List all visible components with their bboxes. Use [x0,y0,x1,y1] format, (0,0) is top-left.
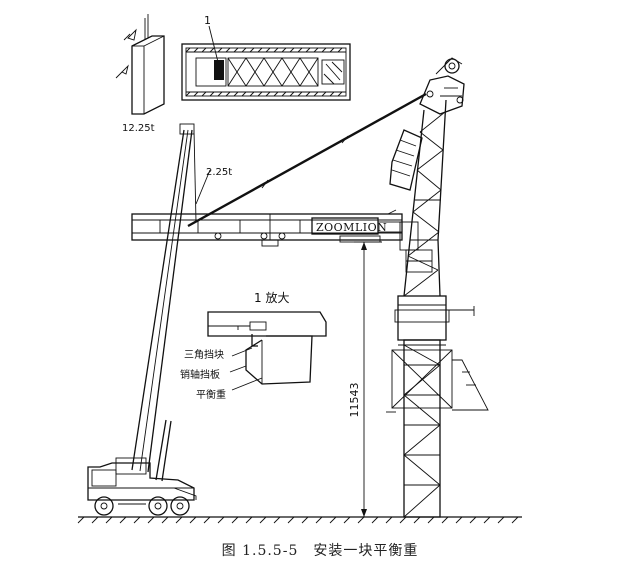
triangle-stop-label: 三角挡块 [184,348,224,361]
detail-view [207,311,327,391]
hook-load-leader [195,169,211,205]
figure-caption: 图 1.5.5-5 安装一块平衡重 [221,543,419,559]
detail-marker: 1 [204,14,211,27]
counterweight-label: 平衡重 [196,388,226,401]
mobile-crane [87,123,197,516]
hook-load-label: 2.25t [206,167,232,178]
tie-rod [187,92,427,228]
height-dimension [354,241,382,518]
ground [77,516,522,524]
counterweight-block [115,14,165,115]
brand-label: ZOOMLION [316,221,387,234]
detail-title: 1 放大 [254,290,289,305]
pin-plate-label: 销轴挡板 [180,368,220,381]
tower-mast [386,339,489,518]
jib-plan-view [181,25,351,101]
counter-jib [131,209,403,247]
tower-head [389,57,475,341]
height-dimension-label: 11543 [348,383,361,418]
counterweight-weight-label: 12.25t [122,123,155,134]
